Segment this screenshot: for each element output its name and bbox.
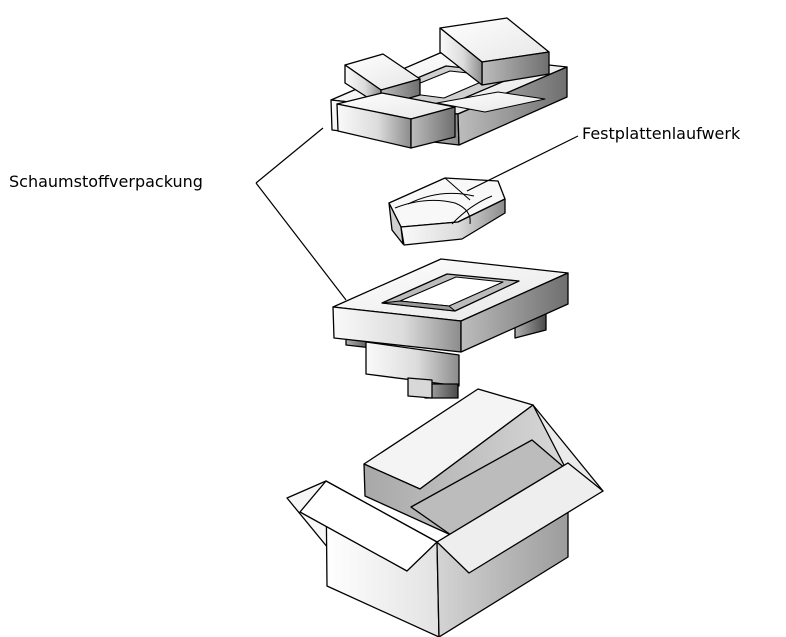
hard-drive-in-foam (388, 177, 506, 246)
label-hard-drive: Festplattenlaufwerk (582, 124, 741, 143)
bottom-foam-insert (332, 258, 569, 399)
leader-line-top-foam (255, 127, 324, 184)
shipping-box (286, 388, 604, 637)
leader-line-hard-drive (466, 135, 579, 192)
label-foam-packaging: Schaumstoffverpackung (9, 172, 203, 191)
top-foam-insert (330, 17, 568, 149)
callout-lines (255, 127, 579, 301)
leader-line-bottom-foam (255, 182, 347, 301)
